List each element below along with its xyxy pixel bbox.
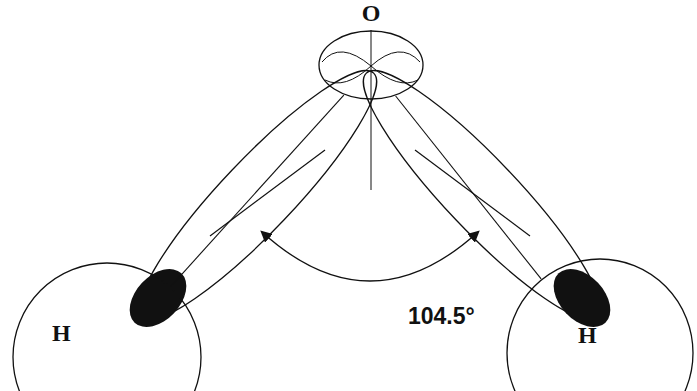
atom-outline [12, 262, 202, 391]
atom-symbol: H [52, 320, 71, 347]
atom-symbol: O [362, 0, 381, 27]
bond-lobe [116, 48, 400, 341]
atom-symbol: H [578, 322, 597, 349]
atom-outline [506, 258, 694, 391]
angle-arc [262, 232, 478, 281]
atom-outline [318, 30, 424, 100]
bond-axis [171, 95, 344, 286]
bond-lobe [340, 48, 624, 341]
hydrogen-atom: H [12, 262, 202, 391]
lobe-line [210, 150, 325, 236]
bond-axis [396, 96, 541, 279]
angle-label: 104.5° [408, 303, 475, 330]
oxygen-orbital-lines [322, 30, 420, 190]
oxygen-atom: O [318, 30, 424, 100]
hydrogen-atom: H [506, 258, 694, 391]
